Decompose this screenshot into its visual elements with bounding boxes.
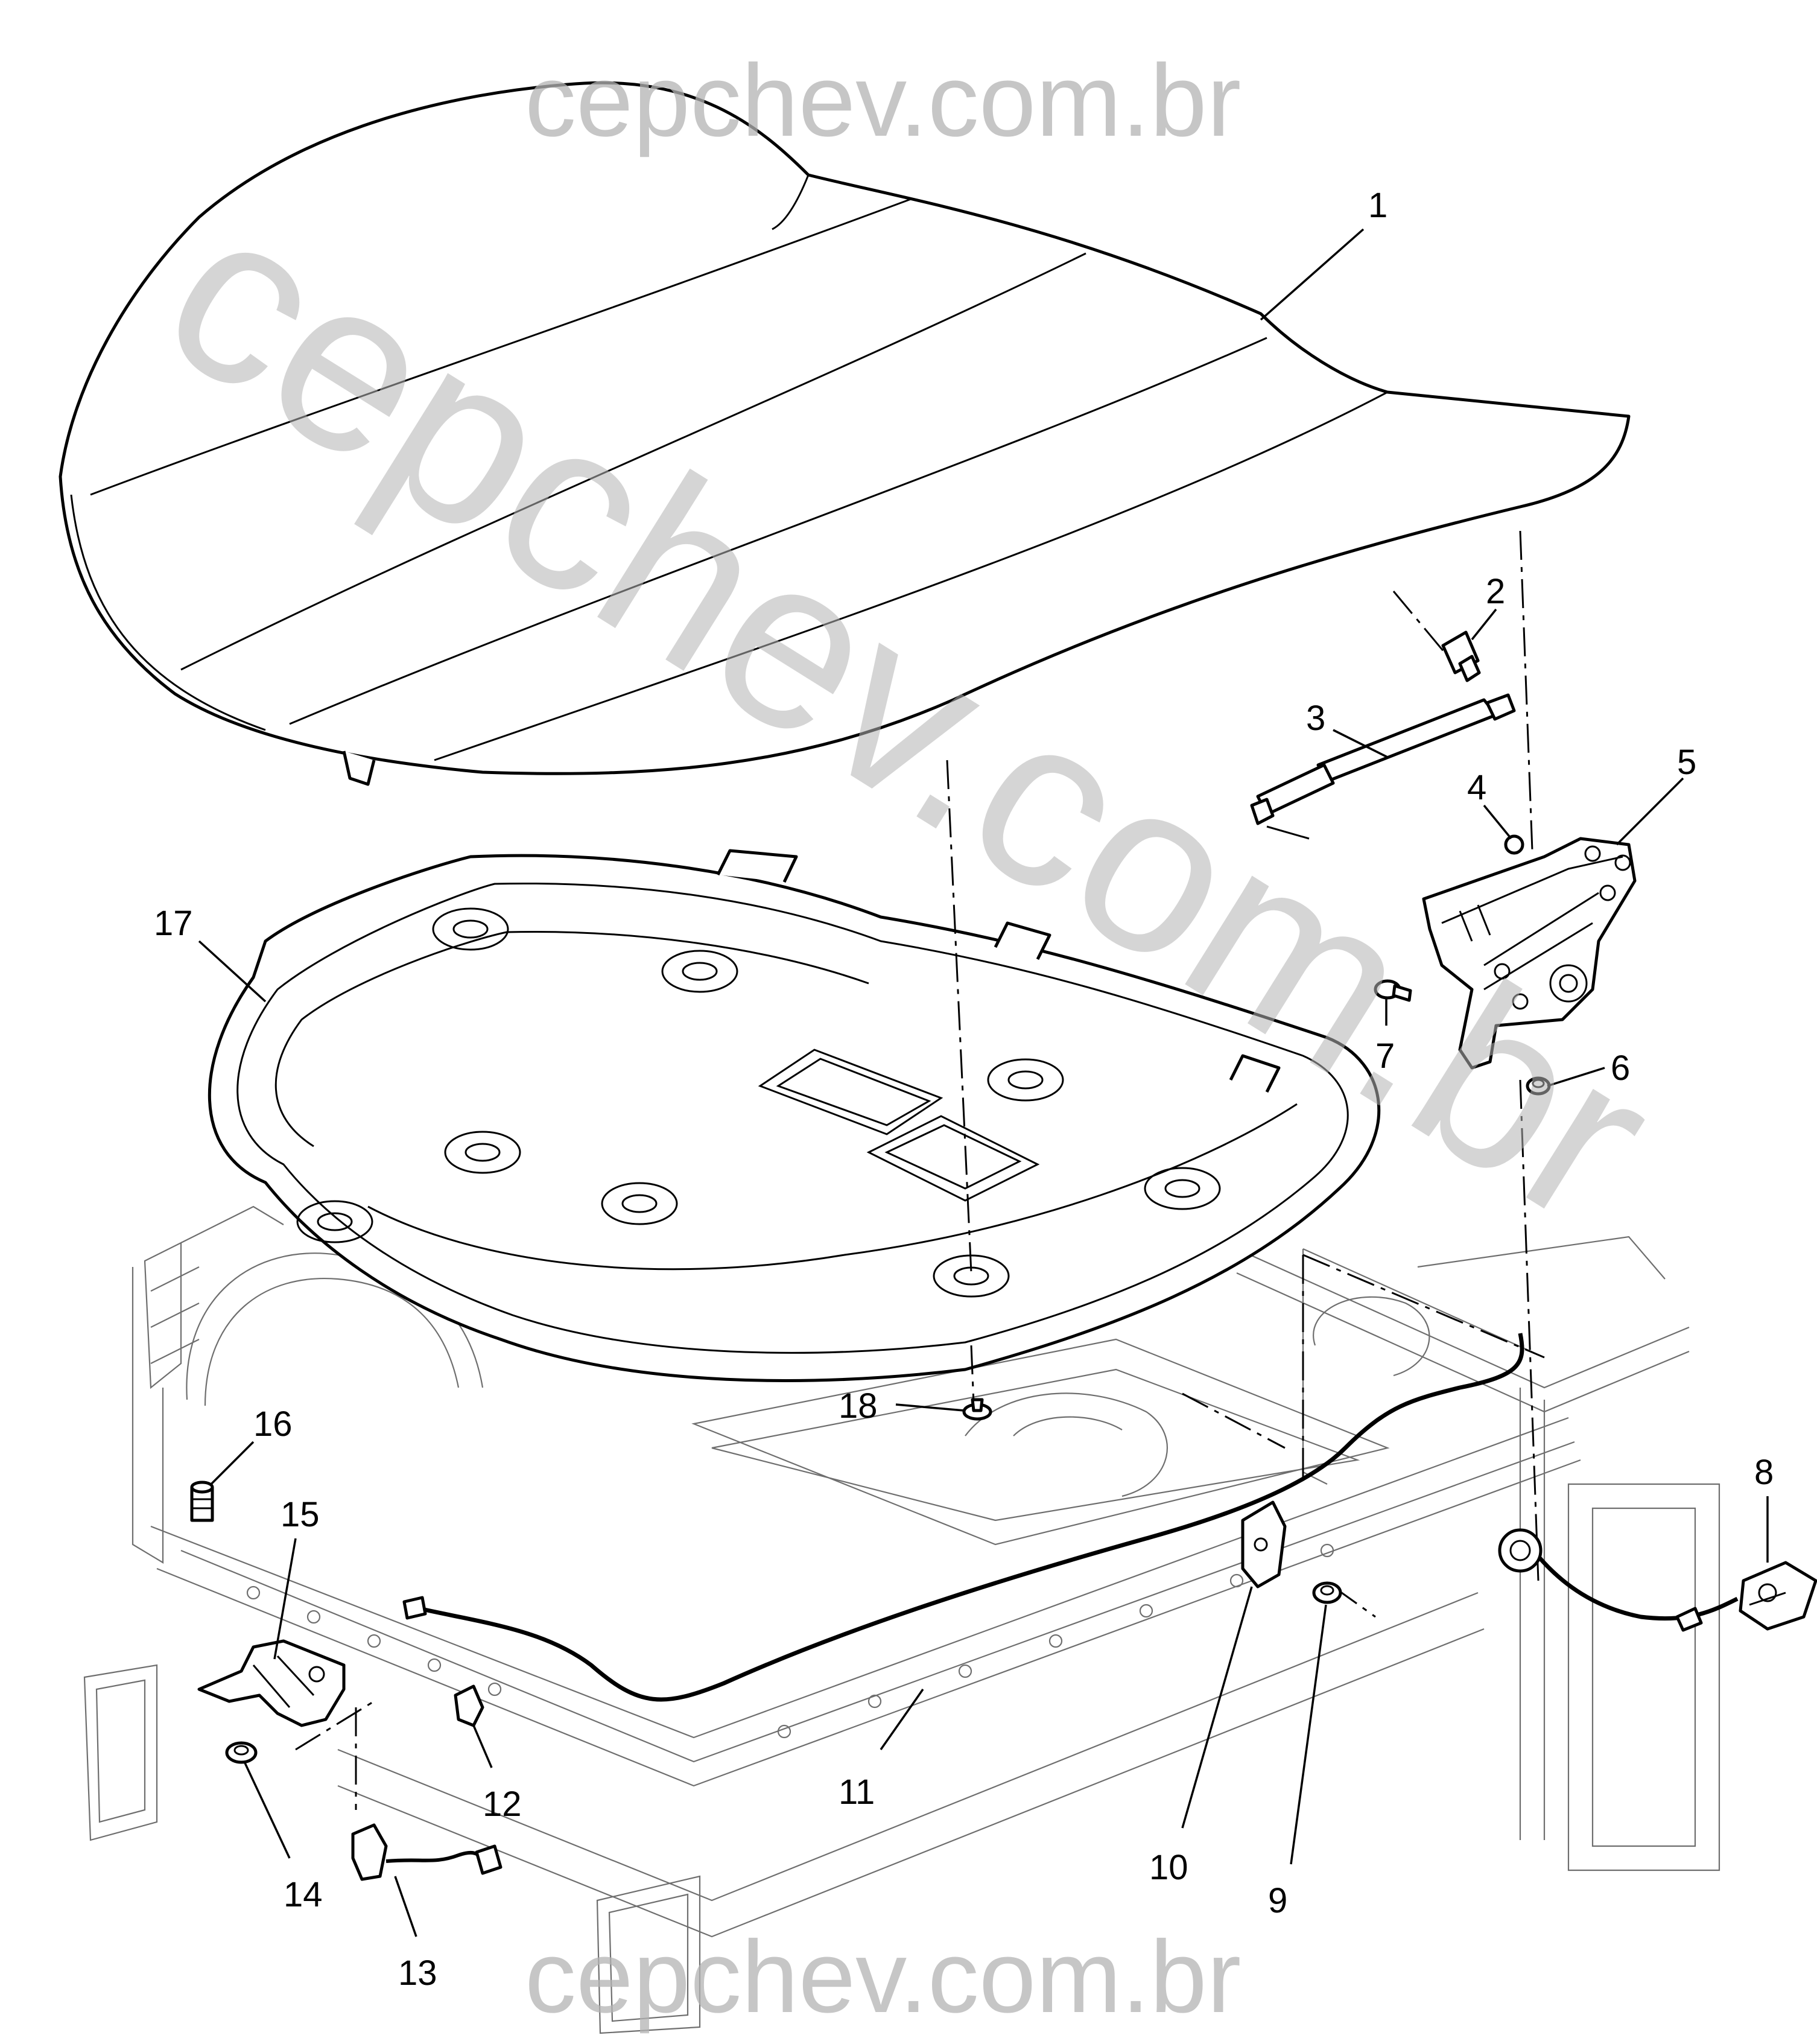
callout-leaders: [198, 228, 1769, 1937]
callout-11: 11: [839, 1773, 875, 1812]
callout-14: 14: [284, 1875, 323, 1914]
callout-1: 1: [1368, 186, 1387, 225]
callout-15: 15: [281, 1495, 320, 1534]
hood-release-cable: [402, 1333, 1739, 1702]
cable-bracket-nut: [1312, 1581, 1342, 1604]
callout-labels: 1 2 3 4 5 6 7 8 9 10 11 12 13 14 15 16 1…: [154, 186, 1774, 1993]
callout-4: 4: [1467, 768, 1486, 807]
hood-ajar-switch-harness: [351, 1823, 503, 1881]
hood-panel: [59, 81, 1631, 786]
latch-bolt: [225, 1741, 258, 1764]
hinge-bolt: [1374, 979, 1412, 1002]
callout-7: 7: [1375, 1036, 1395, 1076]
hood-gas-strut: [1250, 693, 1516, 840]
callout-3: 3: [1306, 699, 1325, 738]
hood-hinge: [1422, 837, 1637, 1070]
hood-latch: [197, 1639, 346, 1727]
callout-8: 8: [1754, 1453, 1774, 1492]
callout-18: 18: [839, 1386, 878, 1426]
release-cable-bracket: [1241, 1500, 1287, 1589]
callout-16: 16: [253, 1404, 293, 1444]
callout-10: 10: [1149, 1848, 1188, 1887]
watermark-bottom: cepchev.com.br: [525, 1920, 1241, 2034]
hood-insulator: [208, 849, 1381, 1382]
hinge-nut: [1504, 834, 1524, 855]
cable-clip: [454, 1684, 484, 1727]
hood-strut-stud: [1441, 630, 1481, 682]
watermark-top: cepchev.com.br: [525, 43, 1241, 158]
insulator-retainer: [962, 1398, 992, 1421]
callout-5: 5: [1677, 743, 1696, 782]
hood-bumper: [190, 1481, 214, 1522]
hood-release-handle: [1739, 1561, 1817, 1631]
callout-13: 13: [398, 1954, 437, 1993]
callout-9: 9: [1268, 1881, 1287, 1920]
vehicle-front-structure: [83, 1205, 1720, 2034]
callout-17: 17: [154, 904, 193, 943]
callout-6: 6: [1611, 1049, 1630, 1088]
callout-2: 2: [1486, 572, 1505, 611]
callout-12: 12: [483, 1785, 522, 1824]
